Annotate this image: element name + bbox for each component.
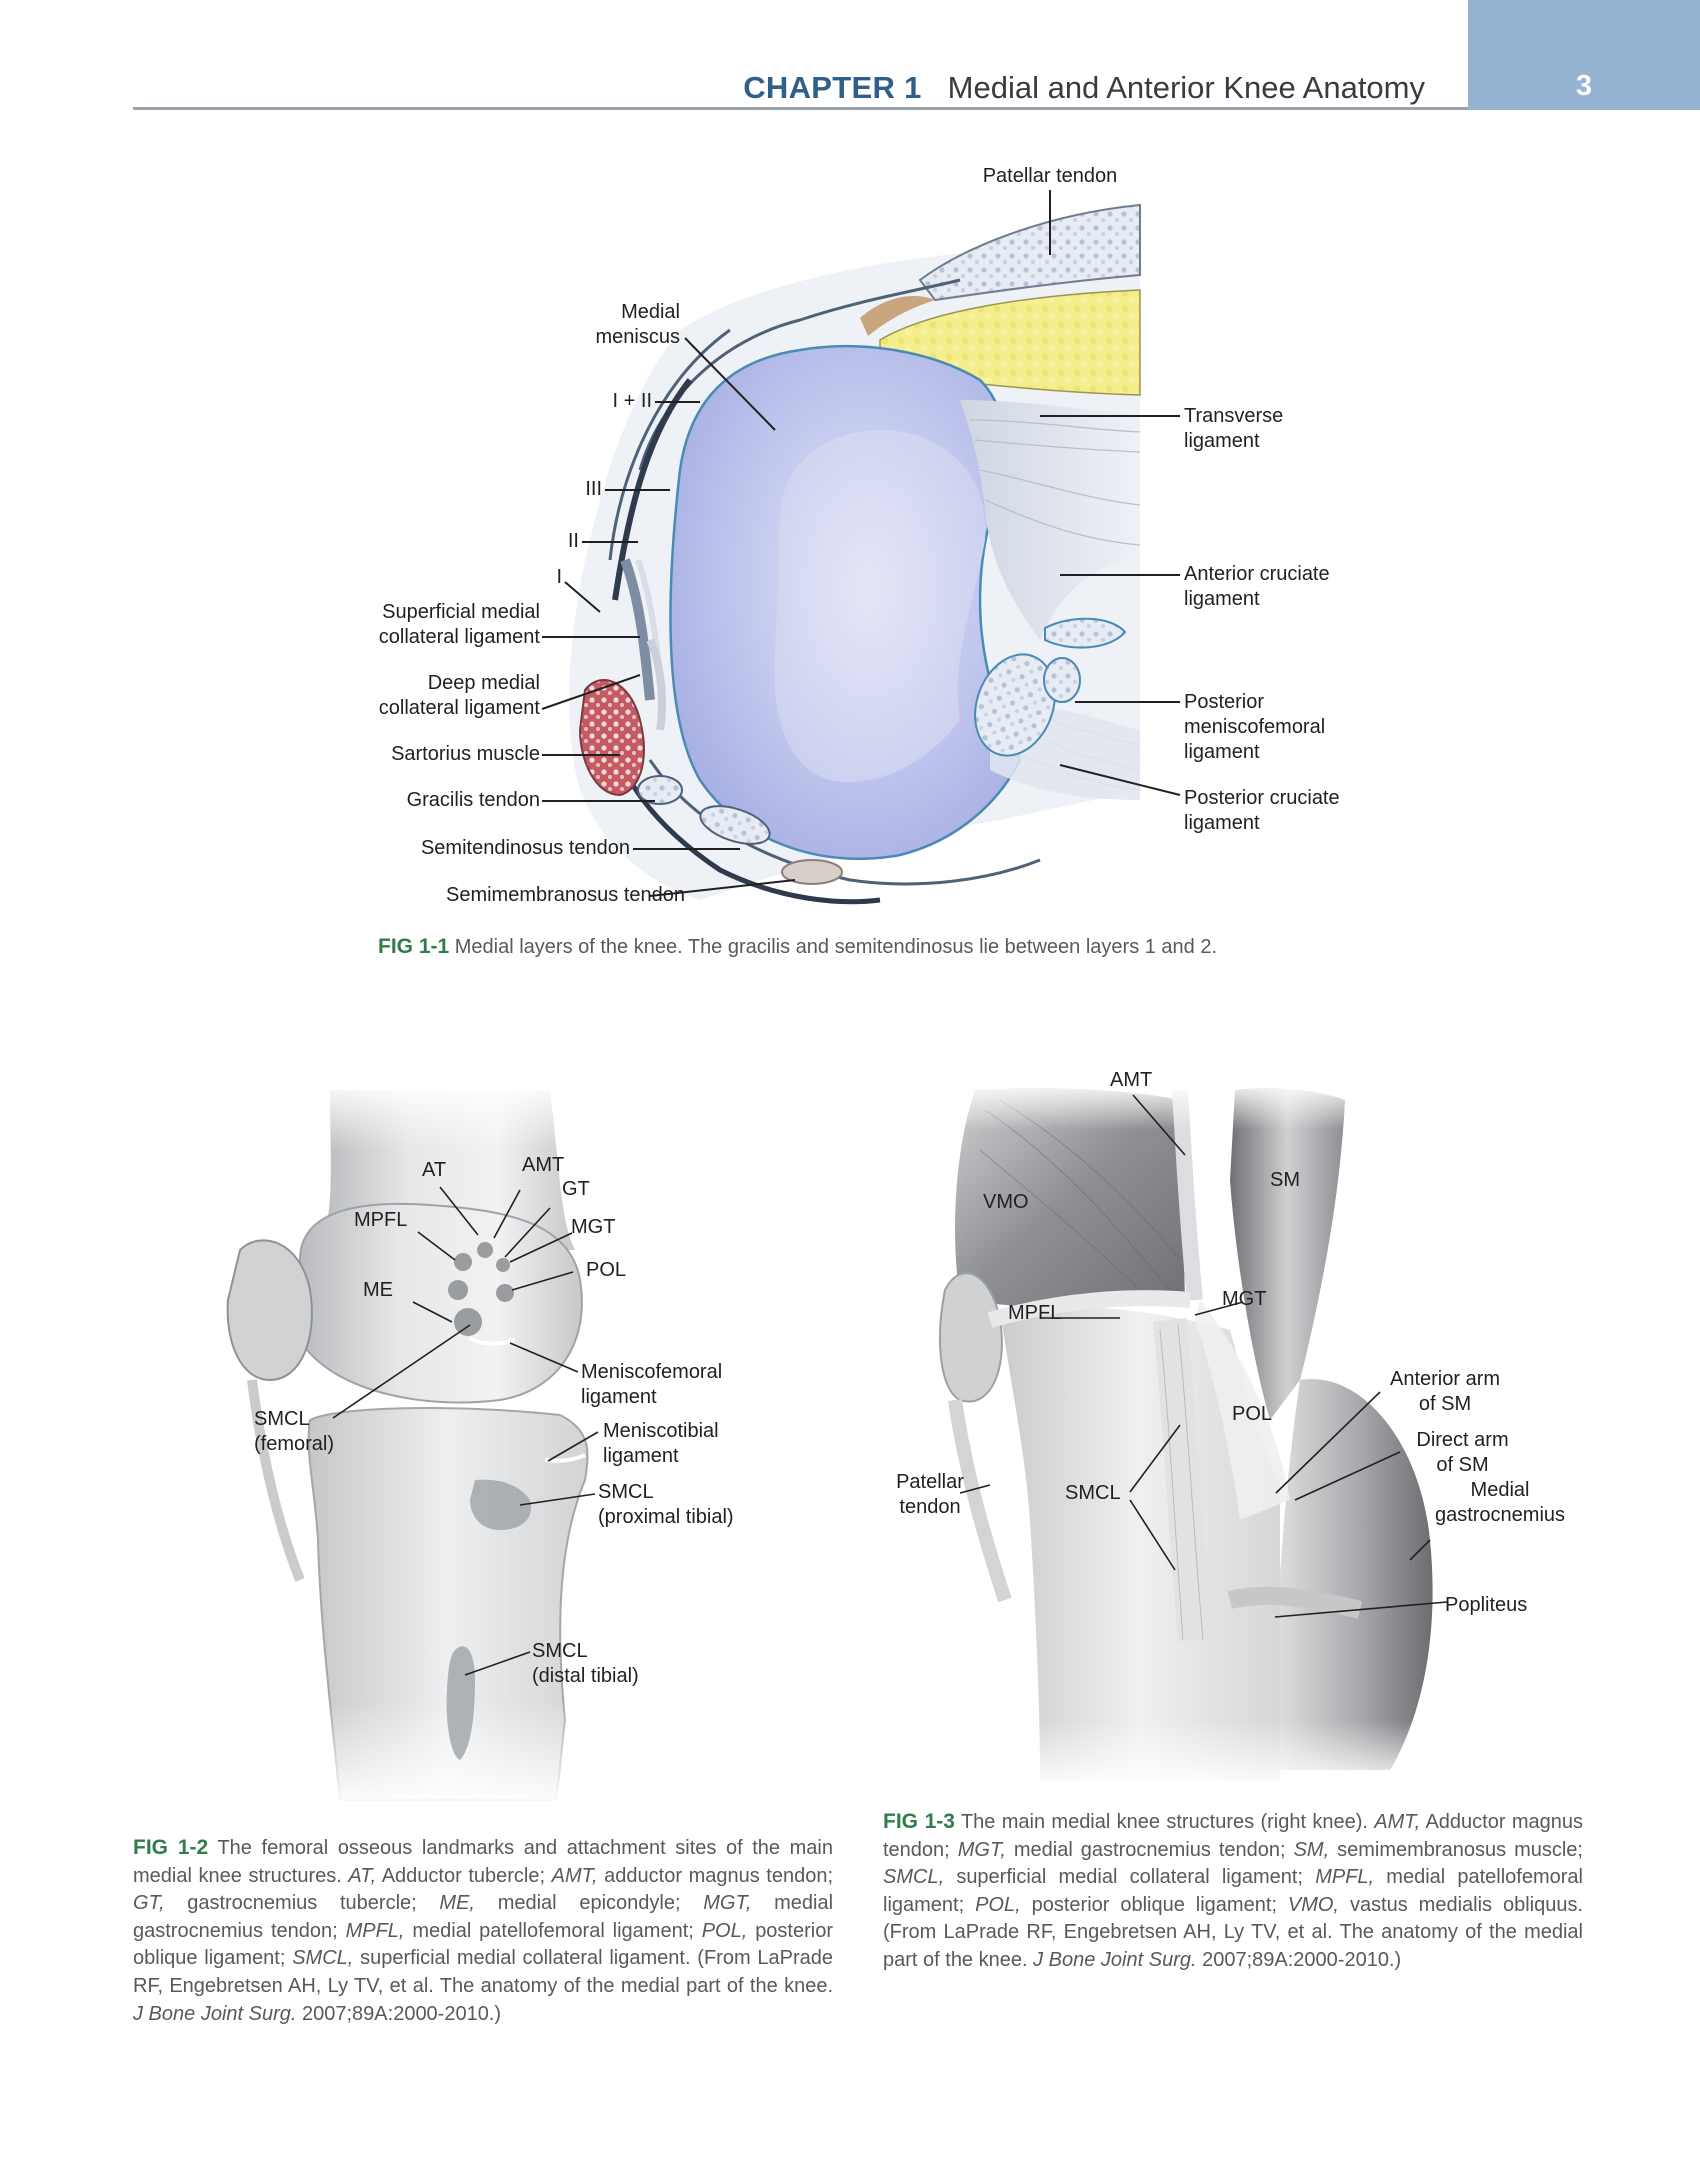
label-fig3-mpfl: MPFL — [1008, 1302, 1062, 1324]
running-header: CHAPTER 1 Medial and Anterior Knee Anatom… — [743, 70, 1425, 106]
fig1-illustration — [569, 203, 1141, 905]
label-fig2-mpfl: MPFL — [354, 1209, 408, 1231]
fig2-caption-label: FIG 1-2 — [133, 1836, 209, 1859]
fig2-caption: FIG 1-2 The femoral osseous landmarks an… — [133, 1836, 834, 2025]
page-number: 3 — [1575, 70, 1593, 102]
label-fig2-smcl-distal: SMCL(distal tibial) — [532, 1640, 639, 1687]
label-fig2-pol: POL — [586, 1259, 627, 1281]
label-fig2-mgt: MGT — [571, 1216, 616, 1238]
label-fig2-amt: AMT — [522, 1154, 565, 1176]
label-fig3-popliteus: Popliteus — [1445, 1594, 1528, 1616]
chapter-label: CHAPTER 1 — [743, 70, 922, 105]
label-fig3-pol: POL — [1232, 1403, 1273, 1425]
chapter-title: Medial and Anterior Knee Anatomy — [947, 70, 1425, 105]
label-layer-1: I — [556, 566, 562, 588]
label-fig3-vmo: VMO — [983, 1191, 1029, 1213]
label-fig3-mgt: MGT — [1222, 1288, 1267, 1310]
label-patellar-tendon: Patellar tendon — [982, 165, 1118, 187]
label-fig2-smcl-femoral: SMCL(femoral) — [254, 1408, 335, 1455]
label-sartorius-muscle: Sartorius muscle — [391, 743, 540, 765]
label-fig3-smcl: SMCL — [1065, 1482, 1121, 1504]
page-number-tab — [1468, 0, 1700, 110]
label-semimembranosus-tendon: Semimembranosus tendon — [445, 884, 685, 906]
label-layer-1-2: I + II — [612, 390, 652, 412]
header-rule — [133, 107, 1468, 110]
label-layer-3: III — [585, 478, 602, 500]
fig1-caption-label: FIG 1-1 — [378, 935, 450, 958]
fig3-caption-label: FIG 1-3 — [883, 1810, 955, 1833]
fig1-caption: FIG 1-1 Medial layers of the knee. The g… — [378, 933, 1378, 962]
label-gracilis-tendon: Gracilis tendon — [406, 789, 540, 811]
fig1-caption-text: Medial layers of the knee. The gracilis … — [454, 936, 1218, 958]
label-fig3-sm: SM — [1270, 1169, 1300, 1191]
label-fig2-gt: GT — [562, 1178, 590, 1200]
label-fig2-smcl-proximal: SMCL(proximal tibial) — [598, 1481, 734, 1528]
label-fig3-amt: AMT — [1110, 1069, 1153, 1091]
fig3-caption: FIG 1-3 The main medial knee structures … — [883, 1810, 1584, 1971]
label-fig2-at: AT — [422, 1159, 447, 1181]
fig1-leader-lines — [541, 190, 1181, 897]
label-fig2-me: ME — [363, 1279, 393, 1301]
label-semitendinosus-tendon: Semitendinosus tendon — [420, 837, 630, 859]
label-layer-2: II — [567, 530, 579, 552]
